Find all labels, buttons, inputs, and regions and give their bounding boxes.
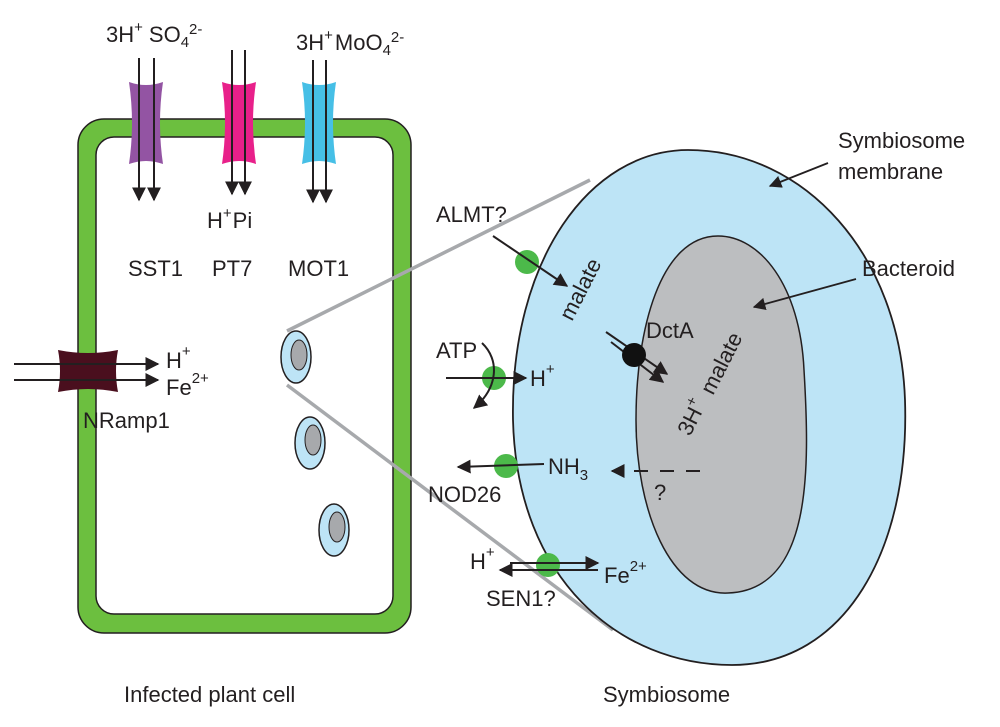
almt-label: ALMT? xyxy=(436,202,507,227)
nh3-label: NH3 xyxy=(548,454,588,484)
mot1-label: MOT1 xyxy=(288,256,349,281)
bacteroid-body xyxy=(635,235,808,594)
nramp1-fe-label: Fe2+ xyxy=(166,370,209,400)
atp-label: ATP xyxy=(436,338,477,363)
sst1-label: SST1 xyxy=(128,256,183,281)
h-pump-label: H+ xyxy=(530,361,555,391)
nod26-label: NOD26 xyxy=(428,482,501,507)
small-symbiosome-3 xyxy=(318,503,350,557)
dcta-label: DctA xyxy=(646,318,694,343)
question-label: ? xyxy=(654,480,666,505)
mot1-ion-label: 3H+MoO42- xyxy=(296,27,404,59)
zoom-line-bottom xyxy=(285,383,615,632)
sen1-h-label: H+ xyxy=(470,544,495,574)
nramp1-h-label: H+ xyxy=(166,343,191,373)
bacteroid-label: Bacteroid xyxy=(862,256,955,281)
plant-cell-caption: Infected plant cell xyxy=(124,682,295,707)
membrane-label-line2: membrane xyxy=(838,159,943,184)
sst1-ion-label: 3H+SO42- xyxy=(106,19,202,51)
sen1-label: SEN1? xyxy=(486,586,556,611)
nramp1-label: NRamp1 xyxy=(83,408,170,433)
nod26-arrow xyxy=(456,459,545,474)
small-symbiosome-2 xyxy=(294,416,326,470)
zoom-line-top xyxy=(286,178,591,333)
pt7-label: PT7 xyxy=(212,256,252,281)
sst1-channel xyxy=(129,82,163,164)
almt-arrow xyxy=(492,235,569,287)
small-symbiosome-1 xyxy=(280,330,312,384)
sen1-transporter xyxy=(536,553,560,577)
atp-curve-arrow xyxy=(472,342,495,409)
pt7-channel xyxy=(222,82,256,164)
membrane-pointer-arrow xyxy=(768,162,829,188)
dcta-transporter xyxy=(622,343,646,367)
pt7-ion-label: H+Pi xyxy=(207,205,252,233)
sen1-fe-label: Fe2+ xyxy=(604,558,647,588)
bacteroid-pointer-arrow xyxy=(752,278,857,311)
mot1-channel xyxy=(302,82,336,164)
nramp1-channel xyxy=(58,350,118,392)
symbiosome-caption: Symbiosome xyxy=(603,682,730,707)
membrane-label-line1: Symbiosome xyxy=(838,128,965,153)
